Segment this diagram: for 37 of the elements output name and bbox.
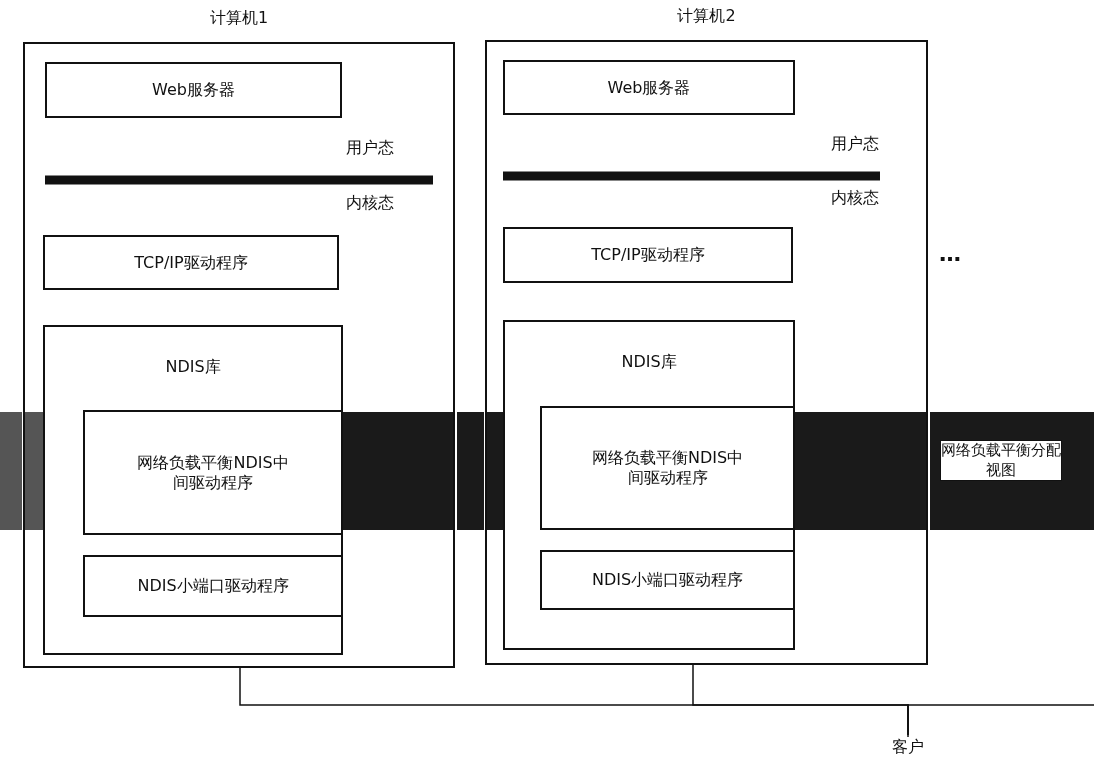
module-label: 网络负载平衡NDIS中间驱动程序 (590, 448, 745, 488)
module-box (83, 555, 343, 617)
mode-label: 用户态 (345, 138, 395, 158)
module-box (45, 62, 342, 118)
box (457, 412, 484, 530)
module-label: 网络负载平衡NDIS中间驱动程序 (136, 452, 290, 493)
mode-label: 用户态 (830, 134, 880, 154)
client-label: 客户 (891, 737, 925, 757)
computer-title: 计算机1 (208, 8, 270, 28)
ellipsis-mark: … (938, 240, 962, 268)
band-label: 网络负载平衡分配视图 (940, 440, 1062, 481)
module-label: NDIS小端口驱动程序 (136, 576, 290, 596)
module-box (83, 410, 343, 535)
box (0, 412, 22, 530)
box (487, 412, 503, 530)
distribution-band (930, 412, 1094, 530)
module-box (503, 227, 793, 283)
mode-label: 内核态 (830, 188, 880, 208)
module-box (540, 550, 795, 610)
module-box (540, 406, 795, 530)
box (795, 412, 926, 530)
box (343, 412, 453, 530)
module-box (503, 60, 795, 115)
box (25, 412, 43, 530)
module-label: NDIS小端口驱动程序 (590, 570, 745, 590)
module-label: NDIS库 (620, 352, 678, 372)
network-line (907, 704, 1094, 738)
module-label: TCP/IP驱动程序 (133, 252, 249, 273)
computer-title: 计算机2 (676, 6, 737, 26)
module-box (43, 325, 343, 655)
module-box (43, 235, 339, 290)
module-label: Web服务器 (151, 80, 236, 100)
module-label: NDIS库 (164, 357, 222, 377)
module-label: Web服务器 (606, 77, 692, 98)
mode-label: 内核态 (345, 193, 395, 213)
module-box (503, 320, 795, 650)
module-label: TCP/IP驱动程序 (590, 245, 706, 265)
